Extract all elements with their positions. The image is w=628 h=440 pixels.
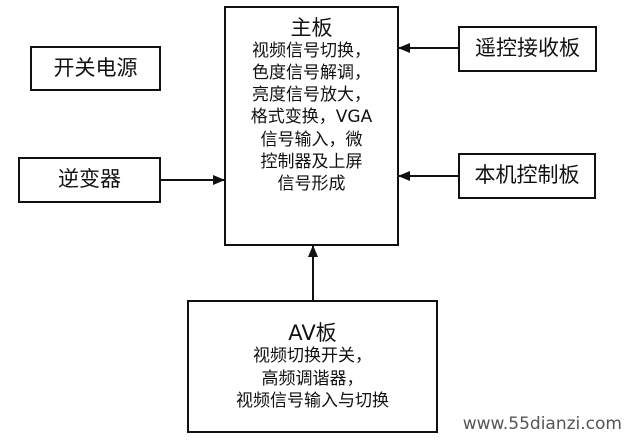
watermark: www.55dianzi.com [462,414,622,434]
mainboard-line-7: 信号形成 [277,173,346,194]
av-board-line-1: 视频切换开关， [253,346,372,367]
power-supply-label: 开关电源 [53,55,138,80]
mainboard-line-2: 色度信号解调， [252,63,371,84]
remote-receiver-box: 遥控接收板 [458,26,597,72]
power-supply-box: 开关电源 [30,46,161,91]
av-board-line-2: 高频调谐器， [261,368,364,389]
local-control-box: 本机控制板 [458,153,596,199]
remote-receiver-label: 遥控接收板 [475,36,580,61]
av-board-box: AV板 视频切换开关， 高频调谐器， 视频信号输入与切换 [187,300,438,433]
inverter-label: 逆变器 [58,167,121,192]
mainboard-box: 主板 视频信号切换， 色度信号解调， 亮度信号放大， 格式变换，VGA 信号输入… [224,6,399,246]
mainboard-line-1: 视频信号切换， [252,41,371,62]
mainboard-title: 主板 [290,16,333,40]
av-board-title: AV板 [288,321,337,346]
mainboard-line-4: 格式变换，VGA [250,107,373,128]
local-control-label: 本机控制板 [474,163,580,188]
mainboard-line-5: 信号输入，微 [260,129,363,150]
mainboard-line-3: 亮度信号放大， [252,85,371,106]
av-board-line-3: 视频信号输入与切换 [236,390,389,411]
inverter-box: 逆变器 [18,157,161,203]
mainboard-line-6: 控制器及上屏 [260,151,363,172]
